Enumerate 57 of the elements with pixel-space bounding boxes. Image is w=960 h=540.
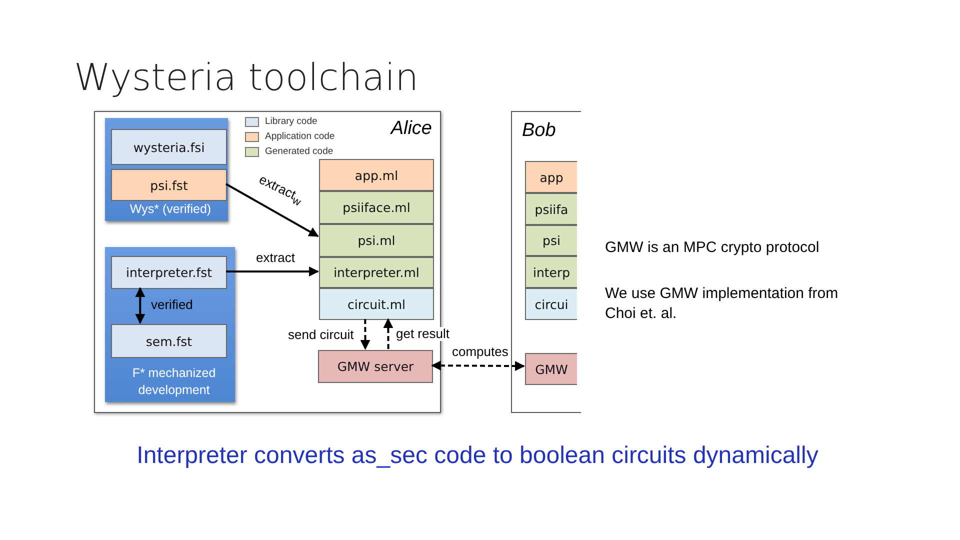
edge-label: computes [451,345,510,359]
server-box [318,350,433,383]
note-text: We use GMW implementation from Choi et. al. [605,284,840,324]
arrow [431,360,525,372]
file-box [319,257,434,288]
file-name: GMW [535,362,568,376]
arrow [135,287,146,324]
file-box [525,193,577,225]
legend-text: Library code [265,116,318,127]
file-box [319,288,434,320]
file-box [525,161,577,193]
file-box [111,169,227,201]
arrow [383,318,394,349]
file-name: wysteria.fsi [133,140,205,154]
file-box [319,159,434,191]
arrow [226,183,319,238]
legend-text: Generated code [265,146,334,157]
arrow [226,266,319,276]
module-group [105,118,228,221]
file-box [525,256,577,288]
edge-label: extract [255,251,296,265]
file-name: circui [534,296,568,312]
file-name: circuit.ml [347,296,406,312]
file-name: interpreter.fst [126,265,212,280]
edge-label: send circuit [287,328,355,342]
server-box [525,353,577,385]
module-group [105,247,235,402]
group-label: F* mechanized development [131,365,217,399]
file-box [319,224,434,257]
file-box [525,225,577,256]
party-panel [511,111,581,413]
slide-title: Wysteria toolchain [74,56,419,99]
file-box [111,256,227,289]
legend-text: Application code [265,131,335,142]
file-box [319,191,434,224]
arrow [360,319,370,350]
file-box [111,129,227,165]
file-name: app.ml [354,168,398,182]
file-name: GMW server [337,359,414,374]
edge-label: get result [395,327,450,341]
file-name: psi.ml [358,233,396,248]
file-box [525,288,577,320]
file-name: psiifa [534,202,568,216]
file-name: interpreter.ml [334,265,420,280]
file-name: interp [532,264,570,280]
file-name: psi [542,233,560,248]
party-name: Alice [390,118,432,140]
group-label: Wys* (verified) [128,201,212,218]
file-name: psi.fst [150,178,188,192]
party-name: Bob [522,120,556,142]
caption: Interpreter converts as_sec code to boolean circuits dynamically [136,442,820,470]
file-name: app [540,170,564,184]
file-name: sem.fst [146,334,192,348]
edge-label: verified [150,298,194,312]
note-text: GMW is an MPC crypto protocol [605,238,820,258]
file-name: psiiface.ml [342,200,410,215]
file-box [111,324,227,358]
